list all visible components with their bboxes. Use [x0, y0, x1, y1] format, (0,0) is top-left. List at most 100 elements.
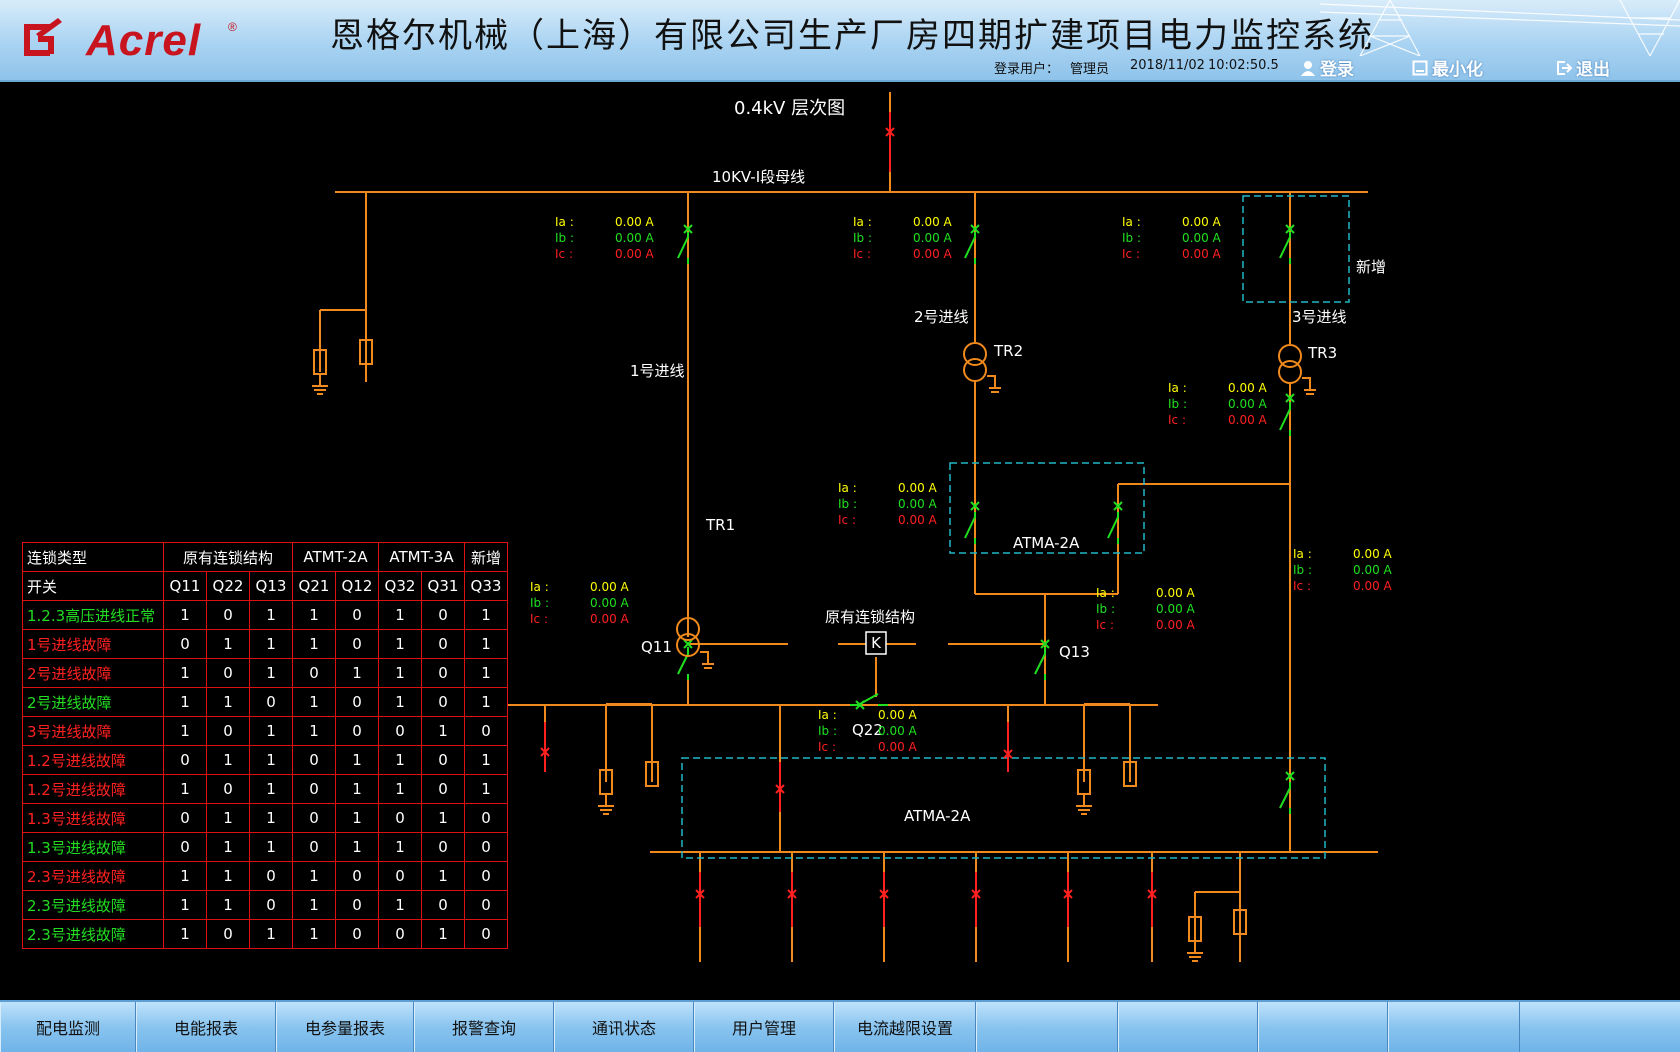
table-cell: 0 [335, 687, 379, 717]
table-cell: 0 [335, 716, 379, 746]
nav-item[interactable]: 电参量报表 [276, 1002, 414, 1052]
current-ia-label: Ia : [530, 580, 549, 594]
table-header-group: ATMT-2A [292, 542, 379, 572]
table-cell: 1 [335, 774, 379, 804]
exit-button[interactable]: 退出 [1556, 55, 1610, 80]
mark-q13 [1040, 639, 1050, 649]
nav-item[interactable]: 配电监测 [0, 1002, 136, 1052]
table-cell: 1 [206, 629, 250, 659]
lock-structure-label: 原有连锁结构 [825, 608, 915, 626]
user-label: 登录用户： [994, 62, 1060, 77]
table-header-group: 新增 [464, 542, 508, 572]
lock-k-box[interactable]: K [865, 631, 887, 655]
switch-atma-top-left[interactable] [964, 512, 976, 544]
nav-item[interactable]: 电流越限设置 [834, 1002, 976, 1052]
current-ia-label: Ia : [1122, 215, 1141, 229]
switch-atma-top-right[interactable] [1107, 512, 1119, 544]
current-ic-value: 0.00 A [1228, 413, 1268, 427]
table-cell: 0 [206, 716, 250, 746]
q13-label: Q13 [1059, 643, 1090, 661]
arrester-mid-right [1076, 761, 1137, 815]
table-cell: 0 [335, 890, 379, 920]
transformer-tr1[interactable] [676, 617, 714, 669]
breaker-out-1-mark [695, 889, 705, 899]
breaker-out-6-mark [1147, 889, 1157, 899]
nav-item[interactable]: 电能报表 [136, 1002, 276, 1052]
nav-item[interactable]: 用户管理 [694, 1002, 834, 1052]
table-cell: 1 [249, 600, 293, 630]
new-label: 新增 [1356, 258, 1386, 276]
current-ia-value: 0.00 A [1182, 215, 1222, 229]
bottom-nav: 配电监测电能报表电参量报表报警查询通讯状态用户管理电流越限设置 [0, 1000, 1680, 1052]
switch-q13[interactable] [1034, 647, 1046, 680]
table-cell: 1 [464, 745, 508, 775]
breaker-out-5-mark [1063, 889, 1073, 899]
one-line-diagram: K 0.4kV 层次图 10KV-I段母线 1号进线 2号进线 3号进线 新增 … [312, 92, 1393, 962]
nav-item[interactable]: 通讯状态 [554, 1002, 694, 1052]
mark-feeder2 [970, 224, 980, 234]
current-ib-value: 0.00 A [615, 231, 655, 245]
current-ic-label: Ic : [1168, 413, 1186, 427]
nav-item[interactable]: 报警查询 [414, 1002, 554, 1052]
table-header-cell: Q31 [421, 571, 465, 601]
table-cell: 1 [163, 774, 207, 804]
table-cell: 0 [292, 658, 336, 688]
nav-item-empty [1258, 1002, 1388, 1052]
current-ic-value: 0.00 A [590, 612, 630, 626]
time-display: 10:02:50.5 [1208, 58, 1279, 73]
table-cell: 0 [249, 861, 293, 891]
row-label: 1.2号进线故障 [22, 745, 164, 775]
q11-label: Q11 [641, 638, 672, 656]
q22-label: Q22 [852, 721, 883, 739]
feeder2-label: 2号进线 [914, 308, 969, 326]
table-cell: 1 [206, 832, 250, 862]
table-cell: 0 [421, 890, 465, 920]
atma-top-box [949, 462, 1145, 554]
mark-feeder1 [683, 224, 693, 234]
feeder3-label: 3号进线 [1292, 308, 1347, 326]
table-cell: 1 [421, 861, 465, 891]
current-ic-label: Ic : [1293, 579, 1311, 593]
nav-item-empty [976, 1002, 1118, 1052]
current-ia-label: Ia : [1096, 586, 1115, 600]
transformer-tr3[interactable] [1278, 344, 1316, 395]
table-cell: 1 [335, 803, 379, 833]
mark-atma-right [1113, 501, 1123, 511]
table-cell: 1 [206, 803, 250, 833]
table-cell: 0 [206, 658, 250, 688]
table-header-group: ATMT-3A [378, 542, 465, 572]
switch-tr3-low[interactable] [1279, 402, 1291, 436]
table-cell: 0 [378, 716, 422, 746]
table-cell: 0 [335, 600, 379, 630]
mark-q11 [683, 639, 693, 649]
app-header: Acrel ® 恩格尔机械（上海）有限公司生产厂房四期扩建项目电力监控系统 登录… [0, 0, 1680, 82]
table-cell: 0 [464, 832, 508, 862]
table-cell: 0 [464, 890, 508, 920]
table-cell: 1 [163, 658, 207, 688]
table-cell: 0 [292, 745, 336, 775]
power-tower-decoration [1320, 0, 1680, 56]
switch-feeder1[interactable] [677, 232, 689, 264]
switch-feeder2[interactable] [964, 232, 976, 264]
table-cell: 0 [378, 919, 422, 949]
table-cell: 1 [464, 687, 508, 717]
table-cell: 1 [464, 600, 508, 630]
switch-q11[interactable] [677, 647, 689, 680]
table-cell: 1 [163, 687, 207, 717]
switch-bottom-tie[interactable] [1279, 782, 1291, 814]
current-ib-value: 0.00 A [1353, 563, 1393, 577]
breaker-mid-4-mark [1003, 749, 1013, 759]
switch-q22[interactable] [850, 693, 888, 706]
breaker-out-2-mark [787, 889, 797, 899]
minimize-button[interactable]: 最小化 [1412, 55, 1483, 80]
current-ib-value: 0.00 A [590, 596, 630, 610]
login-button[interactable]: 登录 [1300, 55, 1354, 80]
transformer-tr2[interactable] [963, 342, 1001, 393]
table-cell: 1 [378, 774, 422, 804]
current-ia-label: Ia : [1168, 381, 1187, 395]
current-ib-value: 0.00 A [1228, 397, 1268, 411]
row-label: 2.3号进线故障 [22, 861, 164, 891]
switch-feeder3[interactable] [1279, 232, 1291, 264]
